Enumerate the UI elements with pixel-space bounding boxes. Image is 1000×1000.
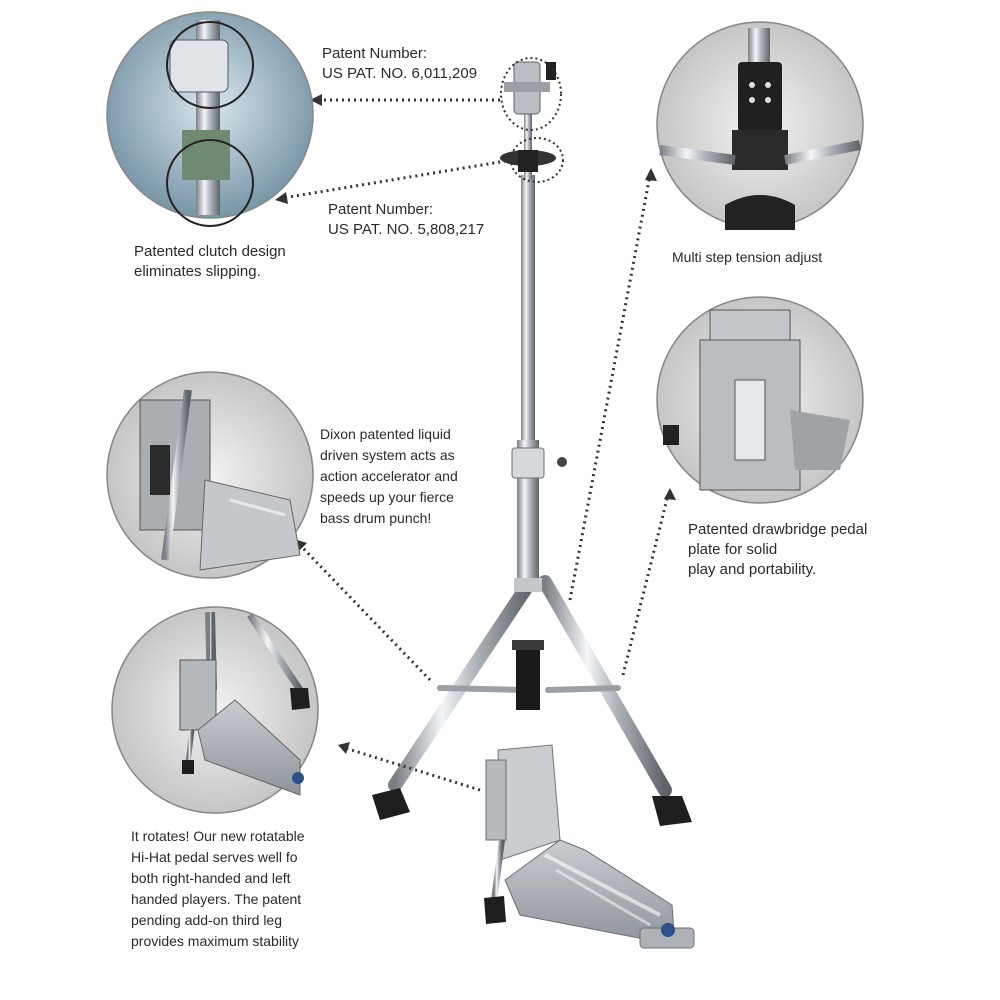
patent-bottom-number: US PAT. NO. 5,808,217 [328, 221, 485, 238]
clutch-line: eliminates slipping. [134, 263, 261, 280]
liquid-caption: Dixon patented liquid driven system acts… [320, 424, 458, 529]
rotates-line: provides maximum stability [131, 933, 300, 949]
rotates-line: both right-handed and left [131, 870, 291, 886]
liquid-line: driven system acts as [320, 447, 455, 463]
drawbridge-line: plate for solid [688, 541, 778, 558]
liquid-line: bass drum punch! [320, 510, 432, 526]
drawbridge-closeup [656, 296, 864, 504]
patent-top-callout: Patent Number: US PAT. NO. 6,011,209 [322, 44, 477, 84]
rotates-line: handed players. The patent [131, 891, 302, 907]
tension-closeup [656, 21, 864, 230]
liquid-line: action accelerator and [320, 468, 458, 484]
patent-top-number: US PAT. NO. 6,011,209 [322, 65, 478, 82]
drawbridge-line: play and portability. [688, 561, 817, 578]
drawbridge-caption: Patented drawbridge pedal plate for soli… [688, 520, 867, 580]
pointer-arrowheads [275, 94, 676, 754]
rotate-closeup [111, 606, 319, 814]
rotates-line: It rotates! Our new rotatable [131, 828, 305, 844]
clutch-caption: Patented clutch design eliminates slippi… [134, 242, 286, 282]
tension-caption: Multi step tension adjust [672, 249, 823, 265]
pointer-lines [282, 98, 670, 792]
rotates-line: pending add-on third leg [131, 912, 283, 928]
patent-top-label: Patent Number: [322, 45, 428, 62]
rotates-line: Hi-Hat pedal serves well fo [131, 849, 298, 865]
drawbridge-line: Patented drawbridge pedal [688, 521, 868, 538]
liquid-line: speeds up your fierce [320, 489, 454, 505]
hi-hat-stand-illustration [372, 57, 695, 949]
patent-bottom-label: Patent Number: [328, 201, 434, 218]
patent-bottom-callout: Patent Number: US PAT. NO. 5,808,217 [328, 200, 484, 240]
clutch-closeup [106, 11, 314, 227]
liquid-drive-closeup [106, 371, 314, 579]
rotates-caption: It rotates! Our new rotatable Hi-Hat ped… [131, 826, 338, 952]
clutch-line: Patented clutch design [134, 243, 286, 260]
liquid-line: Dixon patented liquid [320, 426, 451, 442]
